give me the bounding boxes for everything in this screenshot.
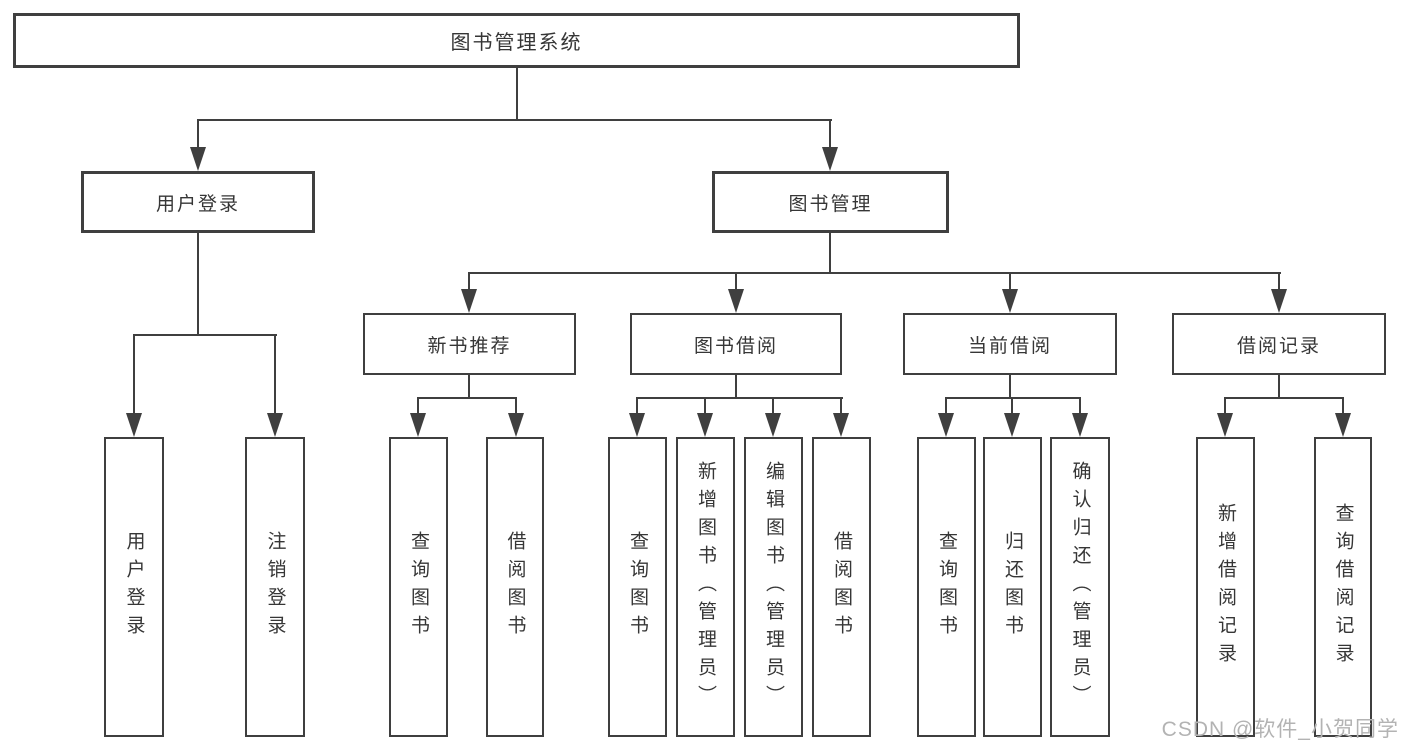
- arrowhead-down-icon: [1002, 289, 1018, 313]
- connector-line: [468, 272, 470, 292]
- leaf-bb-add-books-admin-label: 新增图书（管理员）: [695, 461, 716, 713]
- connector-line: [735, 375, 737, 399]
- connector-line: [829, 233, 831, 274]
- leaf-cb-return-books-label: 归还图书: [1002, 531, 1023, 643]
- leaf-bb-edit-books-admin-label: 编辑图书（管理员）: [763, 461, 784, 713]
- leaf-logout: 注销登录: [245, 437, 305, 737]
- node-current-borrow-label: 当前借阅: [967, 335, 1052, 357]
- csdn-watermark: CSDN @软件_小贺同学: [1161, 718, 1399, 741]
- connector-line: [1278, 272, 1280, 292]
- leaf-br-add-record-label: 新增借阅记录: [1215, 503, 1236, 671]
- connector-line: [636, 397, 638, 415]
- arrowhead-down-icon: [1004, 413, 1020, 437]
- arrowhead-down-icon: [461, 289, 477, 313]
- connector-line: [772, 397, 774, 415]
- arrowhead-down-icon: [508, 413, 524, 437]
- connector-line: [1011, 397, 1013, 415]
- node-borrow-records-label: 借阅记录: [1236, 335, 1321, 357]
- connector-line: [829, 119, 831, 149]
- node-new-book-recommend-label: 新书推荐: [427, 335, 512, 357]
- connector-line: [704, 397, 706, 415]
- connector-line: [1278, 375, 1280, 399]
- connector-line: [1342, 397, 1344, 415]
- connector-line: [417, 397, 419, 415]
- arrowhead-down-icon: [1335, 413, 1351, 437]
- connector-line: [735, 272, 737, 292]
- leaf-cb-confirm-return-admin: 确认归还（管理员）: [1050, 437, 1110, 737]
- node-root: 图书管理系统: [13, 13, 1020, 68]
- node-book-borrow-label: 图书借阅: [693, 335, 778, 357]
- leaf-br-query-record-label: 查询借阅记录: [1332, 503, 1354, 671]
- leaf-bb-query-books-label: 查询图书: [627, 531, 648, 643]
- arrowhead-down-icon: [267, 413, 283, 437]
- connector-line: [945, 397, 1081, 399]
- leaf-rec-query-books: 查询图书: [389, 437, 448, 737]
- node-user-login-label: 用户登录: [155, 193, 240, 215]
- connector-line: [1224, 397, 1344, 399]
- leaf-cb-confirm-return-admin-label: 确认归还（管理员）: [1069, 461, 1091, 713]
- connector-line: [1079, 397, 1081, 415]
- leaf-user-login-label: 用户登录: [123, 531, 145, 643]
- arrowhead-down-icon: [938, 413, 954, 437]
- connector-line: [417, 397, 517, 399]
- leaf-bb-borrow-books-label: 借阅图书: [831, 531, 852, 643]
- node-new-book-recommend: 新书推荐: [363, 313, 576, 375]
- connector-line: [636, 397, 843, 399]
- leaf-rec-query-books-label: 查询图书: [408, 531, 429, 643]
- arrowhead-down-icon: [190, 147, 206, 171]
- node-book-management-label: 图书管理: [788, 193, 873, 215]
- leaf-bb-borrow-books: 借阅图书: [812, 437, 871, 737]
- leaf-logout-label: 注销登录: [264, 531, 286, 643]
- connector-line: [197, 119, 832, 121]
- connector-line: [1009, 272, 1011, 292]
- arrowhead-down-icon: [765, 413, 781, 437]
- arrowhead-down-icon: [629, 413, 645, 437]
- node-book-management: 图书管理: [712, 171, 949, 233]
- node-current-borrow: 当前借阅: [903, 313, 1117, 375]
- leaf-br-query-record: 查询借阅记录: [1314, 437, 1372, 737]
- arrowhead-down-icon: [1271, 289, 1287, 313]
- node-user-login: 用户登录: [81, 171, 315, 233]
- arrowhead-down-icon: [822, 147, 838, 171]
- connector-line: [197, 119, 199, 149]
- connector-line: [133, 334, 135, 414]
- leaf-cb-query-books-label: 查询图书: [936, 531, 957, 643]
- connector-line: [840, 397, 842, 415]
- arrowhead-down-icon: [833, 413, 849, 437]
- connector-line: [945, 397, 947, 415]
- connector-line: [468, 272, 1281, 274]
- leaf-cb-query-books: 查询图书: [917, 437, 976, 737]
- connector-line: [515, 397, 517, 415]
- connector-line: [274, 334, 276, 414]
- connector-line: [133, 334, 277, 336]
- node-root-label: 图书管理系统: [450, 32, 583, 54]
- connector-line: [1224, 397, 1226, 415]
- node-borrow-records: 借阅记录: [1172, 313, 1386, 375]
- connector-line: [468, 375, 470, 399]
- arrowhead-down-icon: [410, 413, 426, 437]
- leaf-br-add-record: 新增借阅记录: [1196, 437, 1255, 737]
- node-book-borrow: 图书借阅: [630, 313, 842, 375]
- connector-line: [516, 68, 518, 121]
- arrowhead-down-icon: [1072, 413, 1088, 437]
- connector-line: [1009, 375, 1011, 399]
- leaf-user-login: 用户登录: [104, 437, 164, 737]
- leaf-cb-return-books: 归还图书: [983, 437, 1042, 737]
- connector-line: [197, 233, 199, 336]
- arrowhead-down-icon: [728, 289, 744, 313]
- leaf-bb-query-books: 查询图书: [608, 437, 667, 737]
- leaf-rec-borrow-books: 借阅图书: [486, 437, 544, 737]
- arrowhead-down-icon: [126, 413, 142, 437]
- leaf-rec-borrow-books-label: 借阅图书: [504, 531, 526, 643]
- leaf-bb-add-books-admin: 新增图书（管理员）: [676, 437, 735, 737]
- arrowhead-down-icon: [1217, 413, 1233, 437]
- leaf-bb-edit-books-admin: 编辑图书（管理员）: [744, 437, 803, 737]
- arrowhead-down-icon: [697, 413, 713, 437]
